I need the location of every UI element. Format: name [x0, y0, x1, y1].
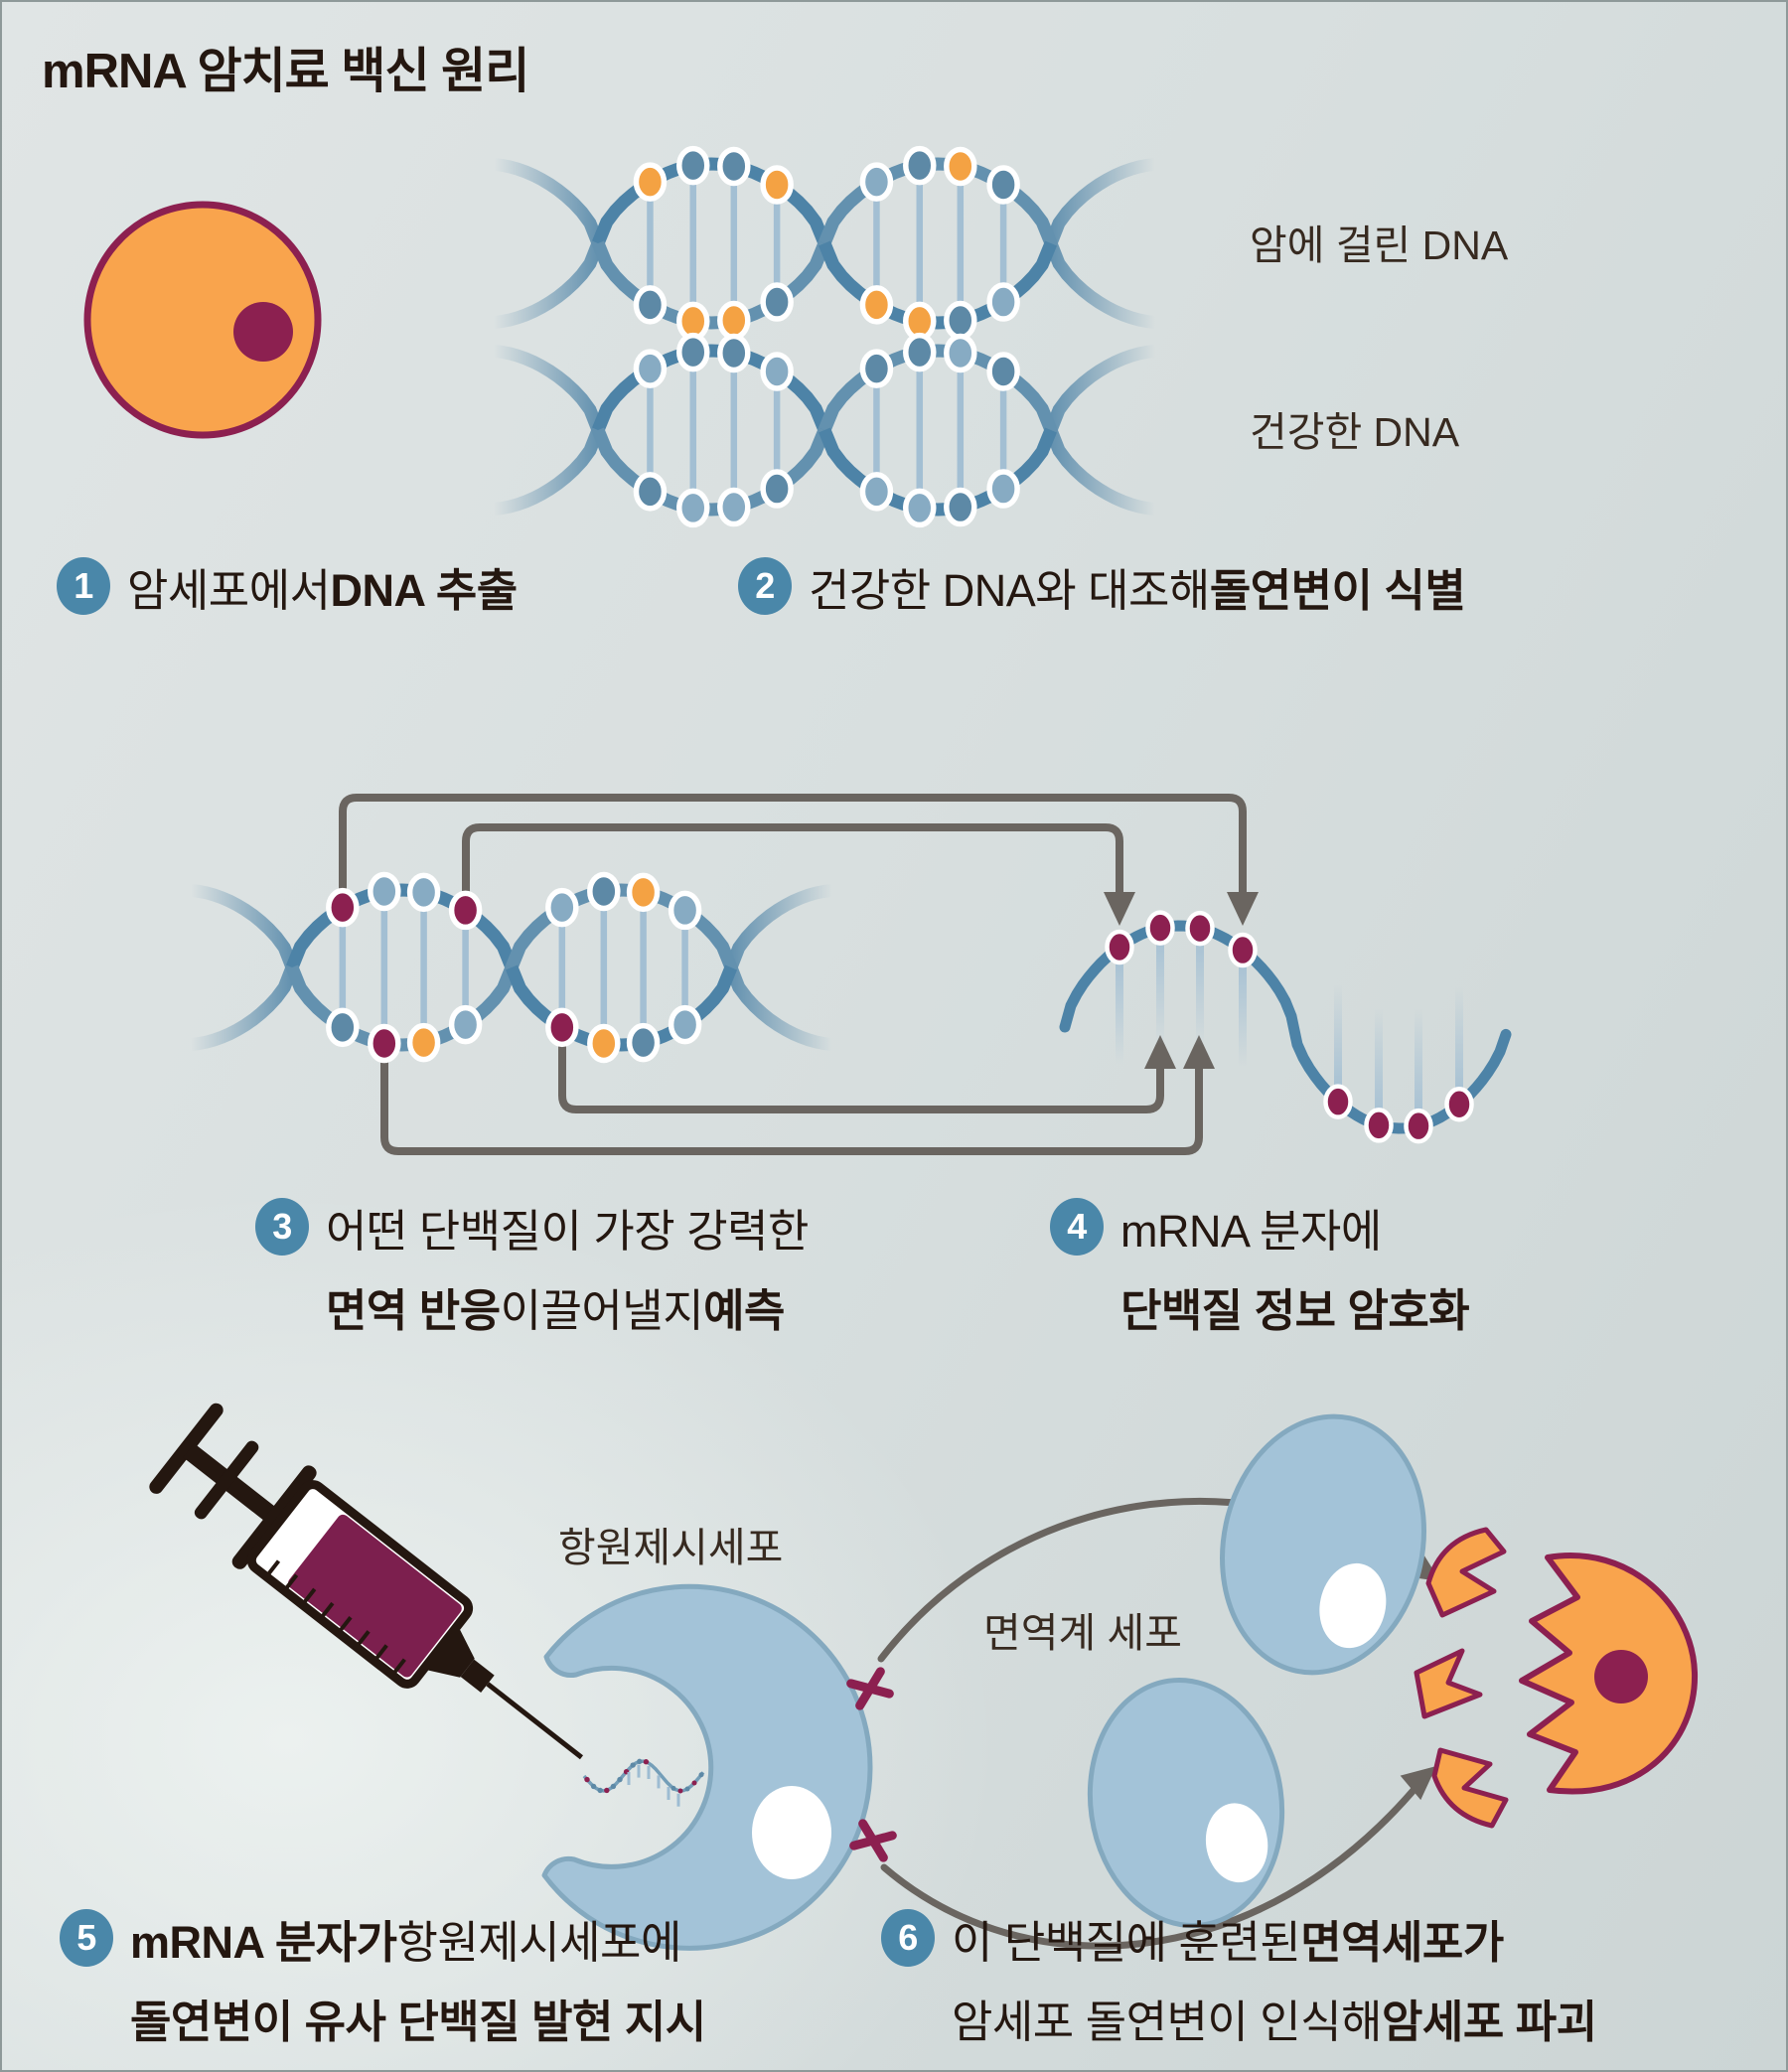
immune-cells-figure — [1087, 1413, 1426, 1929]
step-6: 6 이 단백질에 훈련된 면역세포가 암세포 돌연변이 인식해 암세포 파괴 — [881, 1898, 1597, 2057]
step-5-text-line-1: mRNA 분자가 항원제시세포에 — [130, 1916, 681, 1968]
label-healthy-dna: 건강한 DNA — [1250, 409, 1460, 455]
step-4-badge: 4 — [1050, 1198, 1104, 1256]
mrna-molecule-figure — [1059, 910, 1512, 1144]
mutated-dna-helix-figure — [190, 871, 833, 1064]
healthy-dna-helix-figure — [493, 332, 1156, 528]
mrna-squiggle-figure — [582, 1758, 705, 1807]
page-title: mRNA 암치료 백신 원리 — [42, 45, 529, 98]
step-6-badge: 6 — [881, 1909, 935, 1967]
step-4: 4 mRNA 분자에 단백질 정보 암호화 — [1050, 1187, 1470, 1346]
step-1-text: 암세포에서 DNA 추출 — [127, 564, 518, 616]
destroyed-cancer-cell-figure — [1414, 1527, 1699, 1829]
step-1-badge: 1 — [57, 557, 110, 615]
mutation-routing-lines — [339, 794, 1259, 1155]
label-immune-cells: 면역계 세포 — [983, 1610, 1182, 1656]
syringe-icon — [149, 1403, 584, 1760]
cancer-dna-helix-figure — [493, 145, 1156, 342]
step-1: 1 암세포에서 DNA 추출 — [57, 546, 518, 626]
step-6-text-line-1: 이 단백질에 훈련된 면역세포가 — [952, 1916, 1504, 1968]
step-3-text-line-1: 어떤 단백질이 가장 강력한 — [326, 1205, 809, 1257]
step-4-text-line-1: mRNA 분자에 — [1120, 1205, 1382, 1257]
step-3-badge: 3 — [255, 1198, 309, 1256]
step-5-badge: 5 — [60, 1909, 113, 1967]
antigen-presenting-cell-figure — [541, 1583, 897, 1951]
step-5-text-line-2: 돌연변이 유사 단백질 발현 지시 — [130, 1996, 706, 2047]
step-5: 5 mRNA 분자가 항원제시세포에 돌연변이 유사 단백질 발현 지시 — [60, 1898, 706, 2057]
step-2: 2 건강한 DNA와 대조해 돌연변이 식별 — [738, 546, 1466, 626]
label-cancer-dna: 암에 걸린 DNA — [1250, 222, 1509, 268]
label-antigen-presenting-cell: 항원제시세포 — [558, 1525, 784, 1570]
step-2-badge: 2 — [738, 557, 792, 615]
cancer-cell-figure — [83, 201, 322, 439]
step-6-text-line-2: 암세포 돌연변이 인식해 암세포 파괴 — [952, 1996, 1597, 2047]
step-3: 3 어떤 단백질이 가장 강력한 면역 반응 이끌어낼지 예측 — [255, 1187, 809, 1346]
step-2-text: 건강한 DNA와 대조해 돌연변이 식별 — [809, 564, 1466, 616]
step-4-text-line-2: 단백질 정보 암호화 — [1120, 1284, 1470, 1336]
step-3-text-line-2: 면역 반응 이끌어낼지 예측 — [326, 1284, 785, 1336]
